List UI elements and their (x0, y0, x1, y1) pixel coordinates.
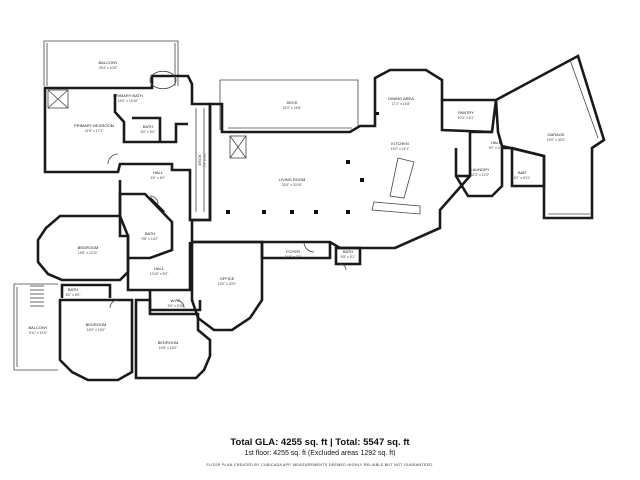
room-name: DECK (286, 100, 297, 105)
room-dims: 16'0" x 16'0" (87, 328, 106, 332)
room-name: GARAGE (547, 132, 564, 137)
room-name: KITCHEN (391, 141, 409, 146)
room-name: BATH (343, 249, 353, 254)
room-dims: 6'0" x 6'0" (151, 176, 167, 180)
room-name: BALCONY (98, 60, 117, 65)
room-name: HALL (153, 170, 164, 175)
room-name: PRIMARY BEDROOM (74, 123, 114, 128)
room-labels: BALCONY 29'4" x 10'8" PRIMARY BATH 16'0"… (28, 60, 566, 350)
room-name: FOYER (286, 249, 300, 254)
room-dims: 5'0" x 8'0" (141, 130, 157, 134)
room-dims: 16'0" x 14'10" (118, 99, 139, 103)
room-dims: 9'11" x 13'0" (29, 331, 48, 335)
balcony-outline (43, 40, 179, 86)
room-dims: 29'4" x 10'8" (99, 66, 118, 70)
room-name: DECK (197, 154, 202, 165)
room-dims: 17'2" x 14'8" (392, 102, 411, 106)
room-name: BALCONY (28, 325, 47, 330)
room-dims: 11'3" x 11'0" (471, 173, 490, 177)
room-name: PANTRY (458, 110, 474, 115)
room-dims: 8'2" x 6'11" (514, 176, 531, 180)
room-dims: 8'0" x 6'0" (66, 293, 82, 297)
door-swings (107, 153, 347, 309)
room-name: PRIMARY BATH (113, 93, 143, 98)
room-dims: 10'3" x 6'1" (458, 116, 476, 120)
kitchen-island (389, 157, 415, 199)
room-dims: 21'8" x 17'4" (85, 129, 104, 133)
room-dims: 13'0" x 20'0" (218, 282, 237, 286)
room-dims: 19'2" x 24'1" (391, 147, 410, 151)
floor-area-summary: 1st floor: 4255 sq. ft (Excluded areas 1… (244, 450, 396, 457)
room-name: BATH (145, 231, 155, 236)
room-dims: 5'5" x 5'1" (341, 255, 357, 259)
area-totals: Total GLA: 4255 sq. ft | Total: 5547 sq.… (230, 437, 410, 448)
room-dims: 14'8" x 16'0" (159, 346, 178, 350)
room-dims: 14'5" x 7'0" (285, 255, 303, 259)
main-living-walls (190, 68, 498, 250)
room-dims: 16'8" x 12'11" (78, 251, 99, 255)
bottom-bedroom-2-walls (134, 298, 212, 380)
room-name: LAUNDRY (470, 167, 489, 172)
room-name: DINING AREA (388, 96, 414, 101)
room-name: BEDROOM (86, 322, 107, 327)
structural-posts (226, 112, 379, 214)
room-name: HALL (154, 266, 165, 271)
room-name: W.I.C. (171, 298, 182, 303)
deck-outline (219, 79, 359, 130)
room-dims: 5'0" x 4'0" (489, 146, 505, 150)
room-name: BAR (518, 170, 526, 175)
lower-balcony-outline (13, 283, 58, 371)
disclaimer-text: FLOOR PLAN CREATED BY CUBICASA APP. MEAS… (206, 463, 434, 467)
room-name: BATH (68, 287, 78, 292)
bottom-bedroom-1-walls (58, 298, 134, 382)
room-name: LIVING ROOM (279, 177, 306, 182)
room-dims: 19'0" x 32'0" (547, 138, 566, 142)
primary-bath-tub (149, 70, 177, 90)
room-name: BEDROOM (158, 340, 179, 345)
room-dims: 31'0" x 16'6" (283, 106, 302, 110)
room-name: HALL (491, 140, 502, 145)
room-dims: 7'0" x 5'0" (203, 152, 207, 168)
garage-walls (494, 54, 606, 220)
room-dims: 13'10" x 5'0" (150, 272, 169, 276)
room-dims: 9'4" x 5'10" (168, 304, 186, 308)
room-name: OFFICE (220, 276, 235, 281)
room-dims: 9'8" x 14'2" (142, 237, 160, 241)
room-dims: 33'4" x 20'10" (282, 183, 303, 187)
room-name: BEDROOM (78, 245, 99, 250)
office-walls (190, 240, 264, 332)
room-name: BATH (143, 124, 153, 129)
